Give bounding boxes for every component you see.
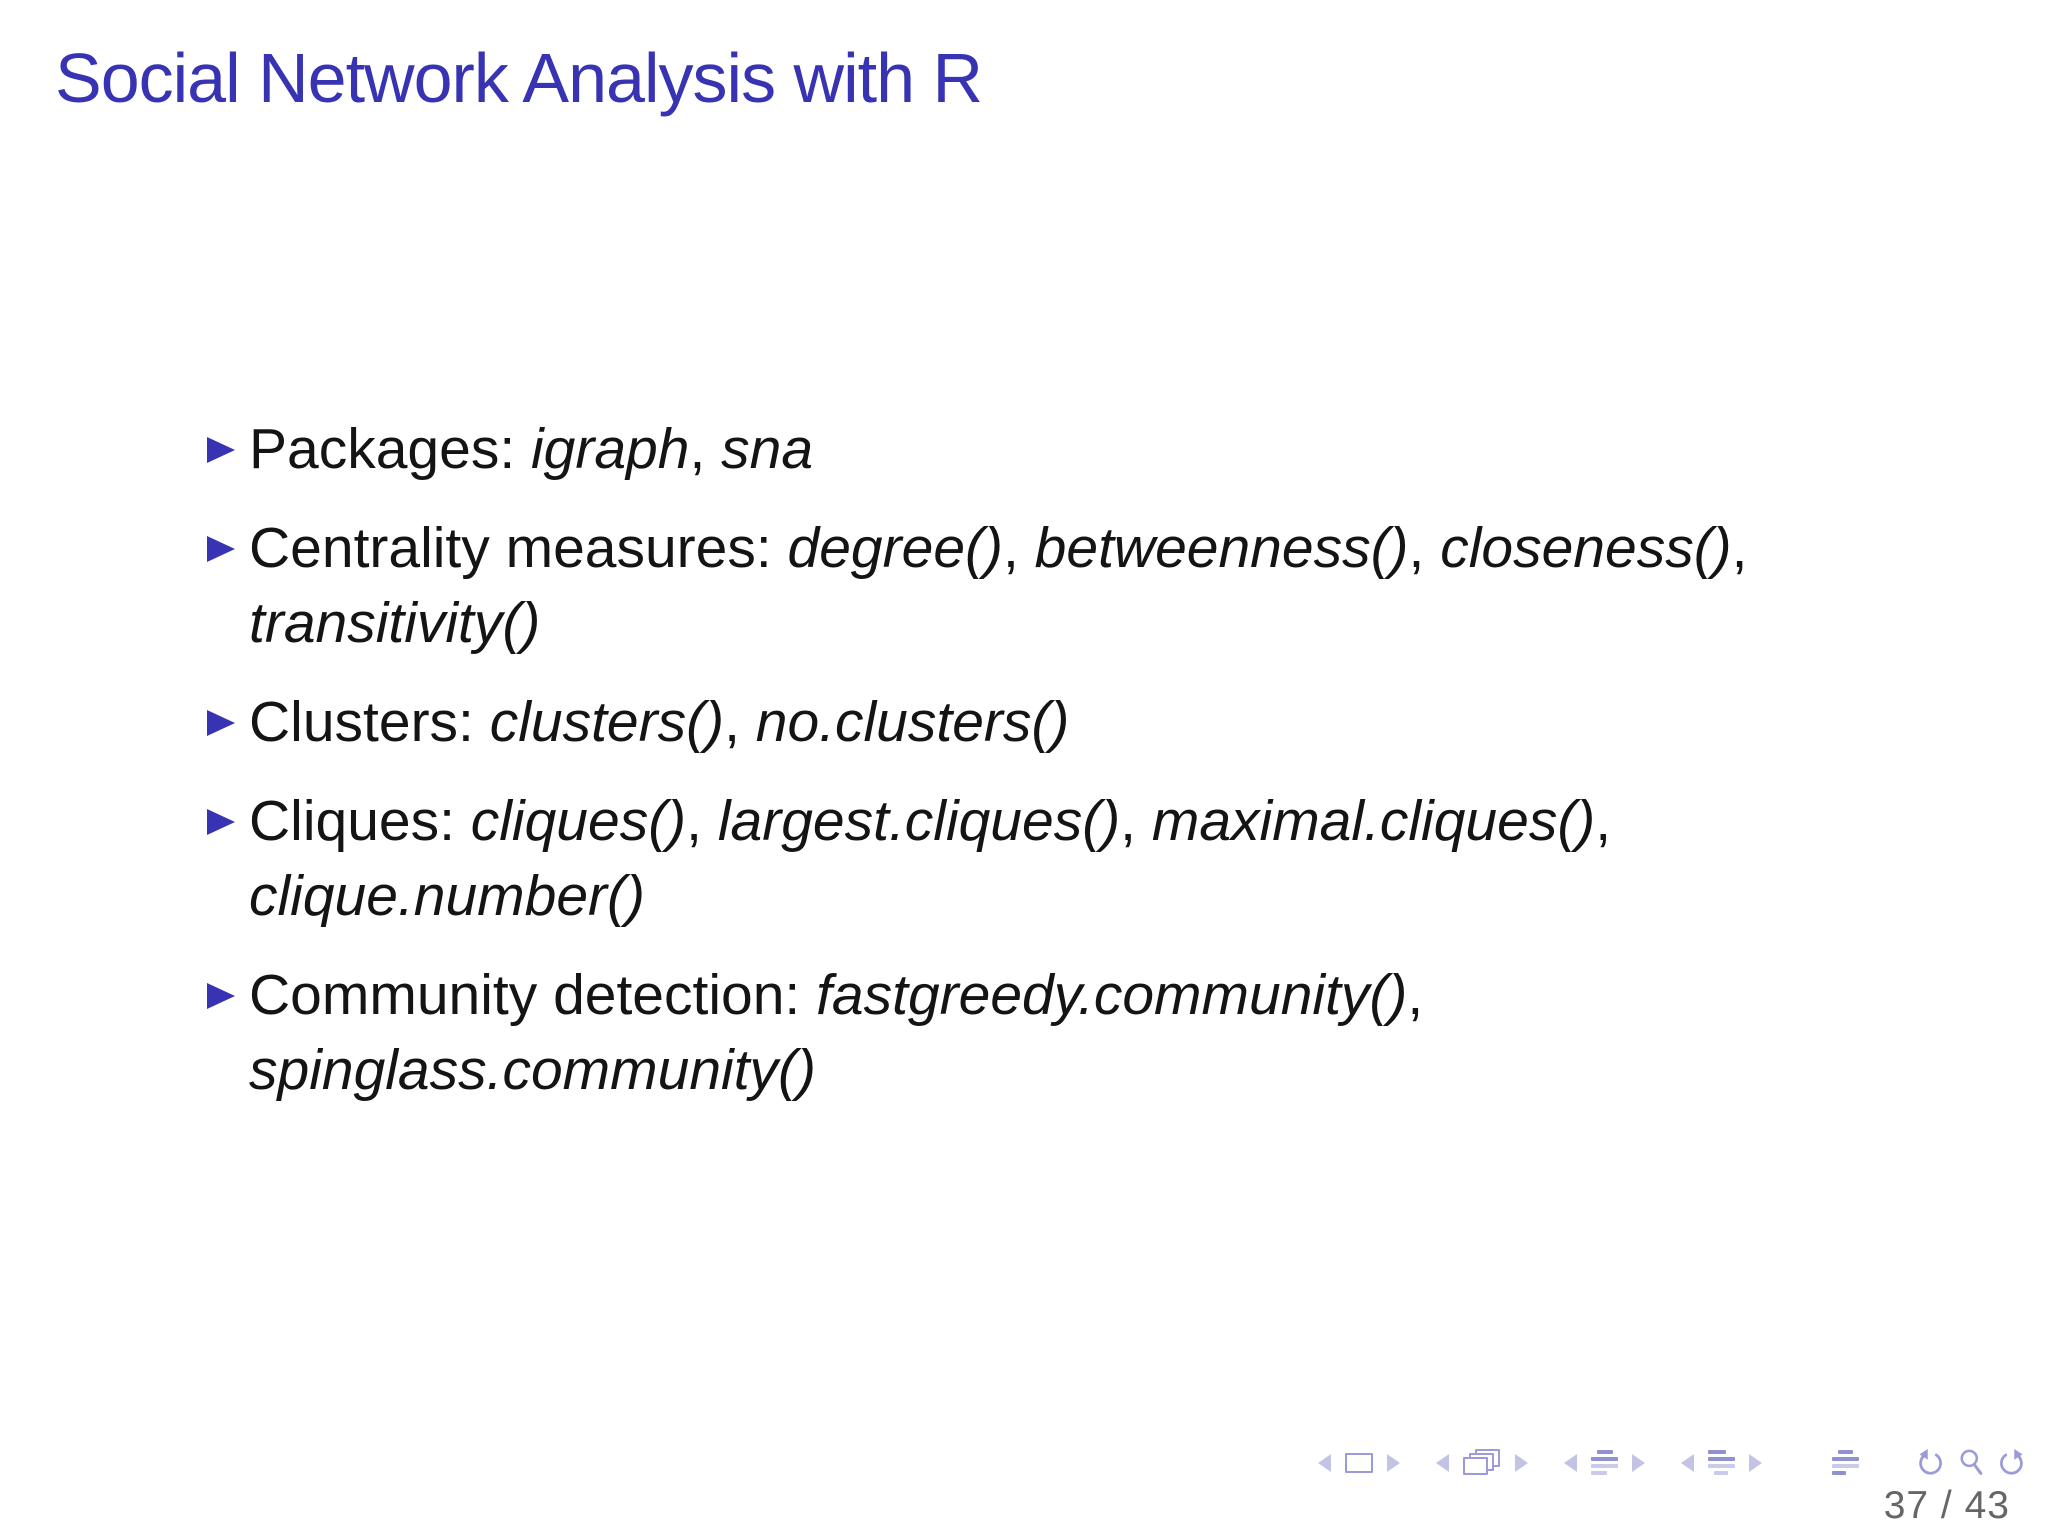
bullet-text-line: Cliques: cliques(), largest.cliques(), m… (249, 784, 1611, 859)
forward-icon[interactable] (1997, 1448, 2027, 1478)
doc-nav (1915, 1448, 2027, 1478)
presentation-icon[interactable] (1832, 1449, 1859, 1477)
next-frame-icon[interactable] (1515, 1454, 1528, 1472)
section-icon[interactable] (1708, 1449, 1735, 1477)
slide-icon[interactable] (1345, 1453, 1373, 1473)
bullet-triangle-icon (207, 958, 249, 1033)
bullet-text-segment: Packages: (249, 417, 531, 481)
bullet-text-line: Clusters: clusters(), no.clusters() (249, 685, 1069, 760)
bullet-text-segment: , (1408, 516, 1441, 580)
bullet-text-segment: Centrality measures: (249, 516, 788, 580)
bullet-text: Packages: igraph, sna (249, 412, 813, 487)
page-number: 37 / 43 (1883, 1484, 2010, 1527)
back-icon[interactable] (1915, 1448, 1945, 1478)
bullet-text-segment: , (1120, 789, 1152, 853)
bullet-text-segment: no.clusters() (755, 690, 1070, 754)
section-nav (1681, 1449, 1762, 1477)
bullet-text-segment: Cliques: (249, 789, 471, 853)
bullet-text-line: spinglass.community() (249, 1033, 1423, 1108)
subsection-icon[interactable] (1591, 1449, 1618, 1477)
bullet-text-segment: , (724, 690, 756, 754)
next-subsection-icon[interactable] (1632, 1454, 1645, 1472)
bullet-text-line: Centrality measures: degree(), betweenne… (249, 511, 1748, 586)
bullet-text-segment: transitivity() (249, 591, 541, 655)
bullet-text: Clusters: clusters(), no.clusters() (249, 685, 1069, 760)
bullet-text-segment: clusters() (489, 690, 725, 754)
bullet-text-segment: , (686, 789, 718, 853)
bullet-text-segment: , (1002, 516, 1035, 580)
bullet-text-segment: fastgreedy.community() (816, 963, 1408, 1027)
prev-slide-icon[interactable] (1318, 1454, 1331, 1472)
bullet-item-2: Centrality measures: degree(), betweenne… (207, 511, 1927, 661)
find-icon[interactable] (1957, 1448, 1985, 1478)
bullet-text: Community detection: fastgreedy.communit… (249, 958, 1423, 1108)
next-section-icon[interactable] (1749, 1454, 1762, 1472)
bullet-text-segment: betweenness() (1034, 516, 1409, 580)
prev-subsection-icon[interactable] (1564, 1454, 1577, 1472)
bullet-text-segment: , (689, 417, 722, 481)
bullet-text-segment: maximal.cliques() (1151, 789, 1596, 853)
bullet-text-line: clique.number() (249, 859, 1611, 934)
bullet-text-segment: , (1595, 789, 1612, 853)
frame-icon[interactable] (1463, 1449, 1501, 1477)
bullet-text-segment: , (1407, 963, 1424, 1027)
bullet-triangle-icon (207, 685, 249, 760)
next-slide-icon[interactable] (1387, 1454, 1400, 1472)
bullet-text-segment: largest.cliques() (717, 789, 1121, 853)
bullet-item-3: Clusters: clusters(), no.clusters() (207, 685, 1927, 760)
prev-section-icon[interactable] (1681, 1454, 1694, 1472)
bullet-text: Centrality measures: degree(), betweenne… (249, 511, 1748, 661)
bullet-text-segment: closeness() (1440, 516, 1732, 580)
bullet-text-line: transitivity() (249, 586, 1748, 661)
bullet-text-line: Community detection: fastgreedy.communit… (249, 958, 1423, 1033)
bullet-text-segment: sna (721, 417, 814, 481)
bullet-triangle-icon (207, 511, 249, 586)
presentation-nav (1832, 1449, 1859, 1477)
bullet-text-segment: clique.number() (249, 864, 645, 928)
bullet-text-segment: Clusters: (249, 690, 490, 754)
beamer-navigation-bar (1318, 1448, 2027, 1478)
bullet-item-4: Cliques: cliques(), largest.cliques(), m… (207, 784, 1927, 934)
bullet-text-segment: cliques() (470, 789, 687, 853)
slide-title: Social Network Analysis with R (55, 39, 983, 117)
slide-nav (1318, 1453, 1400, 1473)
bullet-triangle-icon (207, 412, 249, 487)
bullet-item-5: Community detection: fastgreedy.communit… (207, 958, 1927, 1108)
bullet-triangle-icon (207, 784, 249, 859)
bullet-text-segment: , (1731, 516, 1748, 580)
bullet-text-segment: Community detection: (249, 963, 817, 1027)
bullet-text-segment: igraph (531, 417, 690, 481)
bullet-text-segment: spinglass.community() (249, 1038, 816, 1102)
bullet-text: Cliques: cliques(), largest.cliques(), m… (249, 784, 1611, 934)
bullet-item-1: Packages: igraph, sna (207, 412, 1927, 487)
bullet-text-segment: degree() (787, 516, 1003, 580)
frame-nav (1436, 1449, 1528, 1477)
bullet-text-line: Packages: igraph, sna (249, 412, 813, 487)
prev-frame-icon[interactable] (1436, 1454, 1449, 1472)
subsection-nav (1564, 1449, 1645, 1477)
